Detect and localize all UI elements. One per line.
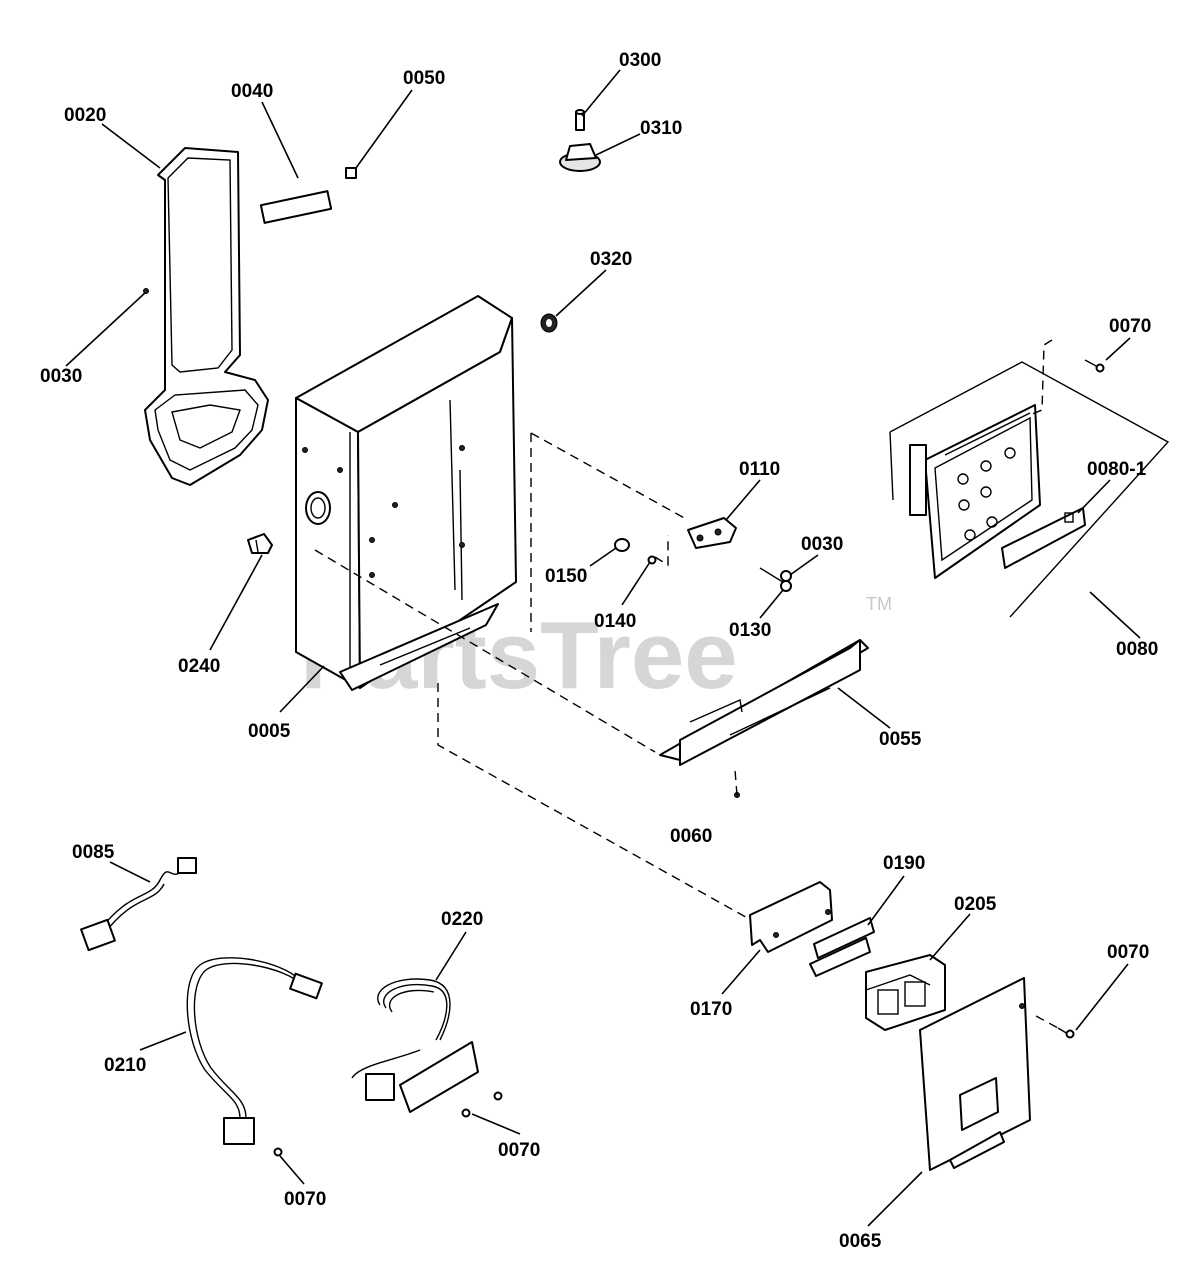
callout-0320: 0320 <box>590 249 632 270</box>
callout-0140: 0140 <box>594 611 636 632</box>
leader-0170 <box>721 949 761 995</box>
callout-0005: 0005 <box>248 721 291 742</box>
leader-0080 <box>1089 591 1141 639</box>
leader-0055 <box>837 687 891 729</box>
leader-0130 <box>759 589 784 619</box>
leader-0300 <box>581 69 621 117</box>
dashed-guide-e <box>437 683 761 926</box>
leader-0220 <box>435 931 467 981</box>
leader-0050 <box>355 89 413 169</box>
part-0170-bracket[interactable] <box>749 881 833 953</box>
watermark-trademark: TM <box>866 594 892 614</box>
part-0320-grommet[interactable] <box>540 313 558 333</box>
part-0300-pin[interactable] <box>575 109 585 131</box>
leader-0030b <box>789 554 819 576</box>
callout-0070-c: 0070 <box>498 1140 540 1161</box>
leader-0070b <box>1075 963 1129 1031</box>
leader-0320 <box>555 269 607 317</box>
leader-0065 <box>867 1171 923 1227</box>
leader-0020 <box>101 123 161 169</box>
part-0150-nut[interactable] <box>614 538 630 552</box>
part-0040-strip[interactable] <box>259 190 333 224</box>
dashed-guide-panel <box>1029 339 1053 416</box>
part-0110-bracket[interactable] <box>687 517 737 549</box>
leader-0210 <box>139 1031 187 1051</box>
callout-0050: 0050 <box>403 68 445 89</box>
callout-0300: 0300 <box>619 50 661 71</box>
leader-0240 <box>209 554 263 651</box>
callout-0220: 0220 <box>441 909 483 930</box>
leader-0150 <box>589 547 617 567</box>
part-0030-screw[interactable] <box>143 288 149 294</box>
part-0050-nut[interactable] <box>345 167 357 179</box>
leader-0140 <box>621 561 651 606</box>
part-0220-harness[interactable] <box>351 978 503 1118</box>
callout-0150: 0150 <box>545 566 587 587</box>
callout-0190: 0190 <box>883 853 925 874</box>
leader-0005 <box>279 665 325 713</box>
part-0240-clip[interactable] <box>247 533 273 554</box>
callout-0030-b: 0030 <box>801 534 843 555</box>
part-0065-cover-plate[interactable] <box>919 977 1031 1171</box>
callout-0065: 0065 <box>839 1231 882 1252</box>
dashed-guide-d <box>314 549 656 753</box>
leader-0070c <box>471 1113 521 1135</box>
part-0310-knob[interactable] <box>559 143 601 172</box>
leader-0030a <box>65 291 147 367</box>
dashed-guide-g <box>734 769 738 796</box>
part-0085-harness[interactable] <box>80 857 197 952</box>
leader-0110 <box>725 479 761 521</box>
part-0210-harness[interactable] <box>186 957 323 1157</box>
callout-0040: 0040 <box>231 81 273 102</box>
callout-0240: 0240 <box>178 656 220 677</box>
part-0080-control-panel[interactable] <box>889 361 1170 618</box>
callout-0020: 0020 <box>64 105 106 126</box>
leader-0040 <box>261 101 299 179</box>
part-0130-screw[interactable] <box>759 567 792 592</box>
callout-0080: 0080 <box>1116 639 1158 660</box>
callout-0070-d: 0070 <box>284 1189 326 1210</box>
part-0055-rail[interactable] <box>659 639 869 766</box>
callout-0060: 0060 <box>670 826 712 847</box>
callout-0085: 0085 <box>72 842 115 863</box>
part-0190-terminal[interactable] <box>809 917 875 977</box>
dashed-guide-b <box>530 432 689 521</box>
leader-0190 <box>867 875 905 926</box>
callout-0110: 0110 <box>739 459 780 480</box>
part-0140-washer[interactable] <box>647 555 657 565</box>
leader-0085 <box>109 861 151 883</box>
callout-0170: 0170 <box>690 999 732 1020</box>
callout-0030: 0030 <box>40 366 82 387</box>
leader-0310 <box>595 133 641 156</box>
callout-0080-1: 0080-1 <box>1087 459 1147 480</box>
part-0020-duct[interactable] <box>144 147 269 486</box>
part-0205-contactor[interactable] <box>865 954 946 1031</box>
callout-0070-b: 0070 <box>1107 942 1149 963</box>
leader-0205 <box>929 913 971 961</box>
part-0070-screw-right[interactable] <box>1057 1027 1075 1039</box>
dashed-guide-f <box>1035 1015 1059 1029</box>
callout-0070: 0070 <box>1109 316 1151 337</box>
callout-0205: 0205 <box>954 894 997 915</box>
callout-0130: 0130 <box>729 620 771 641</box>
part-0005-cabinet[interactable] <box>295 295 517 691</box>
leader-0070a <box>1105 337 1131 361</box>
leader-0070d <box>279 1155 305 1185</box>
callout-0055: 0055 <box>879 729 922 750</box>
callout-0310: 0310 <box>640 118 682 139</box>
dashed-guide-c <box>654 535 669 567</box>
part-0070-screw-top[interactable] <box>1084 359 1105 373</box>
callout-0210: 0210 <box>104 1055 146 1076</box>
leader-0080-1 <box>1077 479 1111 514</box>
